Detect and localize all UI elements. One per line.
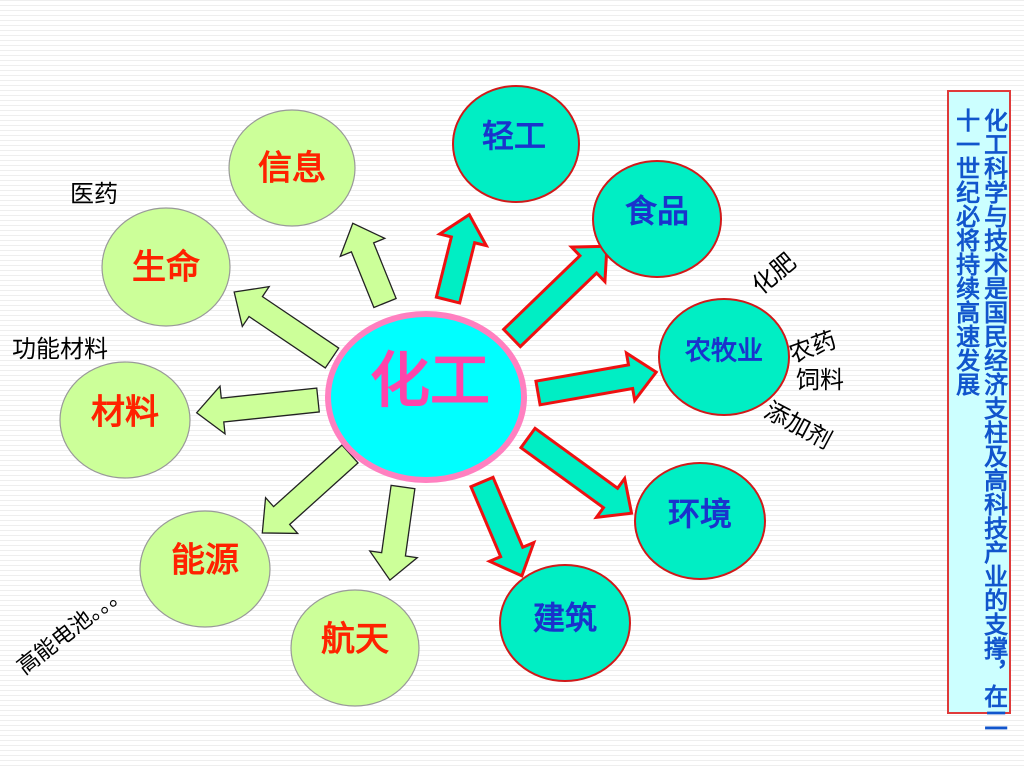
node-jianzhu: 建筑 [499, 564, 631, 682]
node-shipin-label: 食品 [625, 192, 689, 230]
arrow-to-shengming [233, 285, 340, 369]
node-qinggong-label: 轻工 [482, 117, 546, 155]
summary-line-1: 化工科学与技术是国民经济支柱及高科技产业的支撑，在二 [979, 108, 1008, 732]
arrow-to-qinggong [434, 212, 490, 305]
arrow-to-hangtian [368, 484, 419, 582]
node-shengming-label: 生命 [132, 248, 200, 288]
center-label: 化工 [370, 347, 490, 417]
arrow-to-cailiao [195, 384, 320, 436]
node-nengyuan: 能源 [139, 510, 271, 628]
arrow-to-nongmuye [534, 349, 659, 407]
node-cailiao-label: 材料 [91, 393, 159, 433]
arrow-to-shipin [501, 244, 609, 349]
node-nongmuye: 农牧业 [658, 298, 790, 416]
summary-box: 化工科学与技术是国民经济支柱及高科技产业的支撑，在二 十一世纪必将持续高速发展 [947, 90, 1011, 732]
label-yiyao: 医药 [70, 180, 118, 208]
node-huanjing: 环境 [634, 462, 766, 580]
node-qinggong: 轻工 [452, 85, 580, 203]
summary-line-2: 十一世纪必将持续高速发展 [951, 108, 980, 396]
node-shipin: 食品 [592, 160, 722, 278]
label-siliao: 饲料 [796, 366, 844, 394]
node-nongmuye-label: 农牧业 [684, 337, 763, 367]
node-hangtian: 航天 [290, 589, 420, 707]
label-gongneng-cailiao: 功能材料 [12, 335, 108, 363]
node-hangtian-label: 航天 [321, 620, 389, 660]
node-huanjing-label: 环境 [668, 495, 732, 533]
arrow-to-huanjing [518, 426, 634, 520]
center-hub: 化工 [325, 311, 527, 483]
node-nengyuan-label: 能源 [171, 541, 239, 581]
node-jianzhu-label: 建筑 [533, 599, 597, 637]
node-xinxi: 信息 [228, 109, 356, 227]
node-xinxi-label: 信息 [258, 149, 326, 189]
arrow-to-jianzhu [468, 475, 537, 578]
arrow-to-xinxi [339, 222, 397, 309]
node-cailiao: 材料 [59, 361, 191, 479]
node-shengming: 生命 [101, 207, 231, 327]
arrow-to-nengyuan [261, 444, 359, 535]
